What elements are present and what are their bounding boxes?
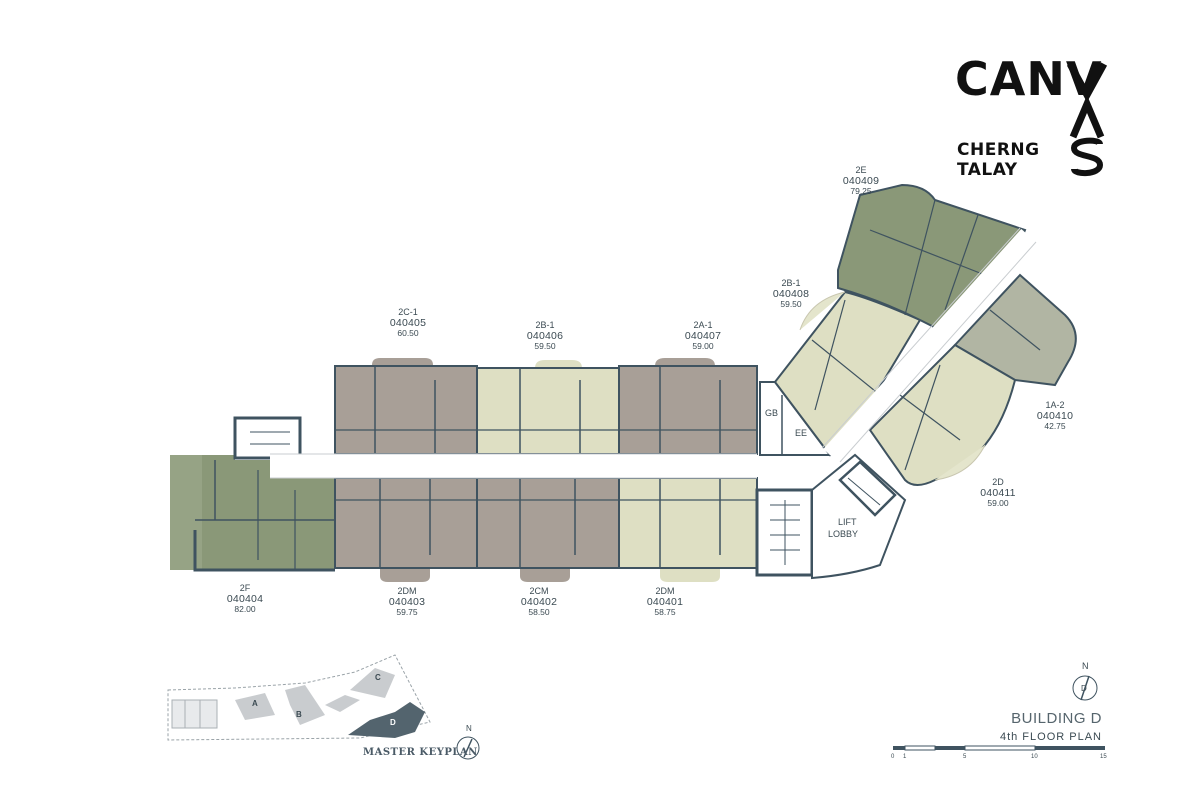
master-keyplan [167,654,431,741]
brand-logo-vas [1066,62,1108,177]
floor-title: 4th FLOOR PLAN [999,731,1102,743]
compass-rose [1072,675,1098,701]
room-label-lift: LIFT [838,517,857,527]
room-label-gb: GB [765,408,779,418]
room-label-ee: EE [795,428,808,438]
unit-040402-plan[interactable] [476,477,620,582]
building-title: BUILDING D [1011,710,1102,727]
keyplan-north-label: N [466,724,472,733]
corridor [270,227,1037,479]
unit-040403-plan[interactable] [334,477,478,582]
unit-040407-plan[interactable] [618,358,758,455]
unit-040406-plan[interactable] [476,360,620,455]
unit-040410-plan[interactable] [953,273,1077,387]
unit-040404-plan[interactable] [170,455,335,572]
compass-north-label: N [1082,661,1089,671]
scale-bar [893,745,1105,751]
scale-tick-15: 15 [1100,754,1107,760]
scale-tick-1: 1 [903,754,907,760]
scale-tick-5: 5 [963,754,967,760]
keyplan-block-a: A [252,699,258,708]
keyplan-block-b: B [296,710,302,719]
room-label-lobby: LOBBY [828,529,859,539]
master-keyplan-title: MASTER KEYPLAN [363,747,478,758]
unit-040411-plan[interactable] [868,343,1017,486]
stair-right [755,488,814,577]
unit-040401-plan[interactable] [618,477,758,582]
keyplan-north-arrow [456,736,480,760]
scale-tick-10: 10 [1031,754,1038,760]
keyplan-block-c: C [375,673,381,682]
unit-040408-plan[interactable] [773,290,922,457]
lift-lobby [811,453,907,580]
brand-line-talay: TALAY [957,160,1018,180]
unit-040409-plan[interactable] [837,183,1027,332]
scale-tick-0: 0 [891,754,895,760]
compass-building-letter: D [1081,684,1087,693]
keyplan-block-d: D [390,718,396,727]
stair-left [233,416,302,460]
unit-040405-plan[interactable] [334,358,478,455]
brand-line-cherng: CHERNG [957,140,1040,160]
